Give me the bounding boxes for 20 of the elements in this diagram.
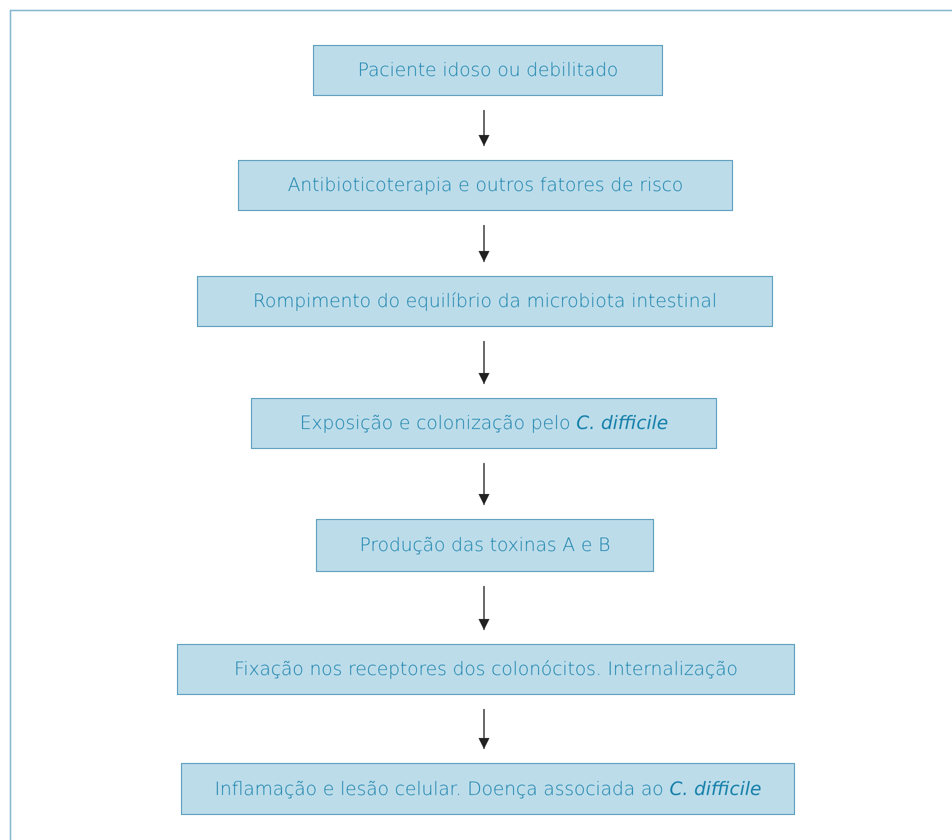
box-text: Produção das toxinas A e B bbox=[360, 535, 610, 556]
box-text: Paciente idoso ou debilitado bbox=[358, 60, 618, 81]
box-text: Antibioticoterapia e outros fatores de risco bbox=[288, 175, 684, 196]
process-box bbox=[313, 45, 663, 96]
box-text: Inflamação e lesão celular. Doença associada ao C. difficile bbox=[214, 778, 762, 800]
arrow bbox=[478, 225, 490, 262]
arrow bbox=[478, 586, 490, 630]
process-box bbox=[181, 763, 795, 815]
box-text: Rompimento do equilíbrio da microbiota intestinal bbox=[253, 291, 717, 312]
arrow bbox=[478, 341, 490, 384]
arrow bbox=[478, 709, 490, 749]
process-box bbox=[177, 644, 795, 695]
arrow bbox=[478, 463, 490, 505]
process-box bbox=[251, 398, 717, 449]
box-text: Fixação nos receptores dos colonócitos. Internalização bbox=[234, 659, 738, 680]
process-box bbox=[238, 160, 733, 211]
arrow bbox=[478, 110, 490, 146]
process-box bbox=[197, 276, 773, 327]
process-box bbox=[316, 519, 654, 572]
box-text: Exposição e colonização pelo C. difficile bbox=[300, 413, 668, 434]
